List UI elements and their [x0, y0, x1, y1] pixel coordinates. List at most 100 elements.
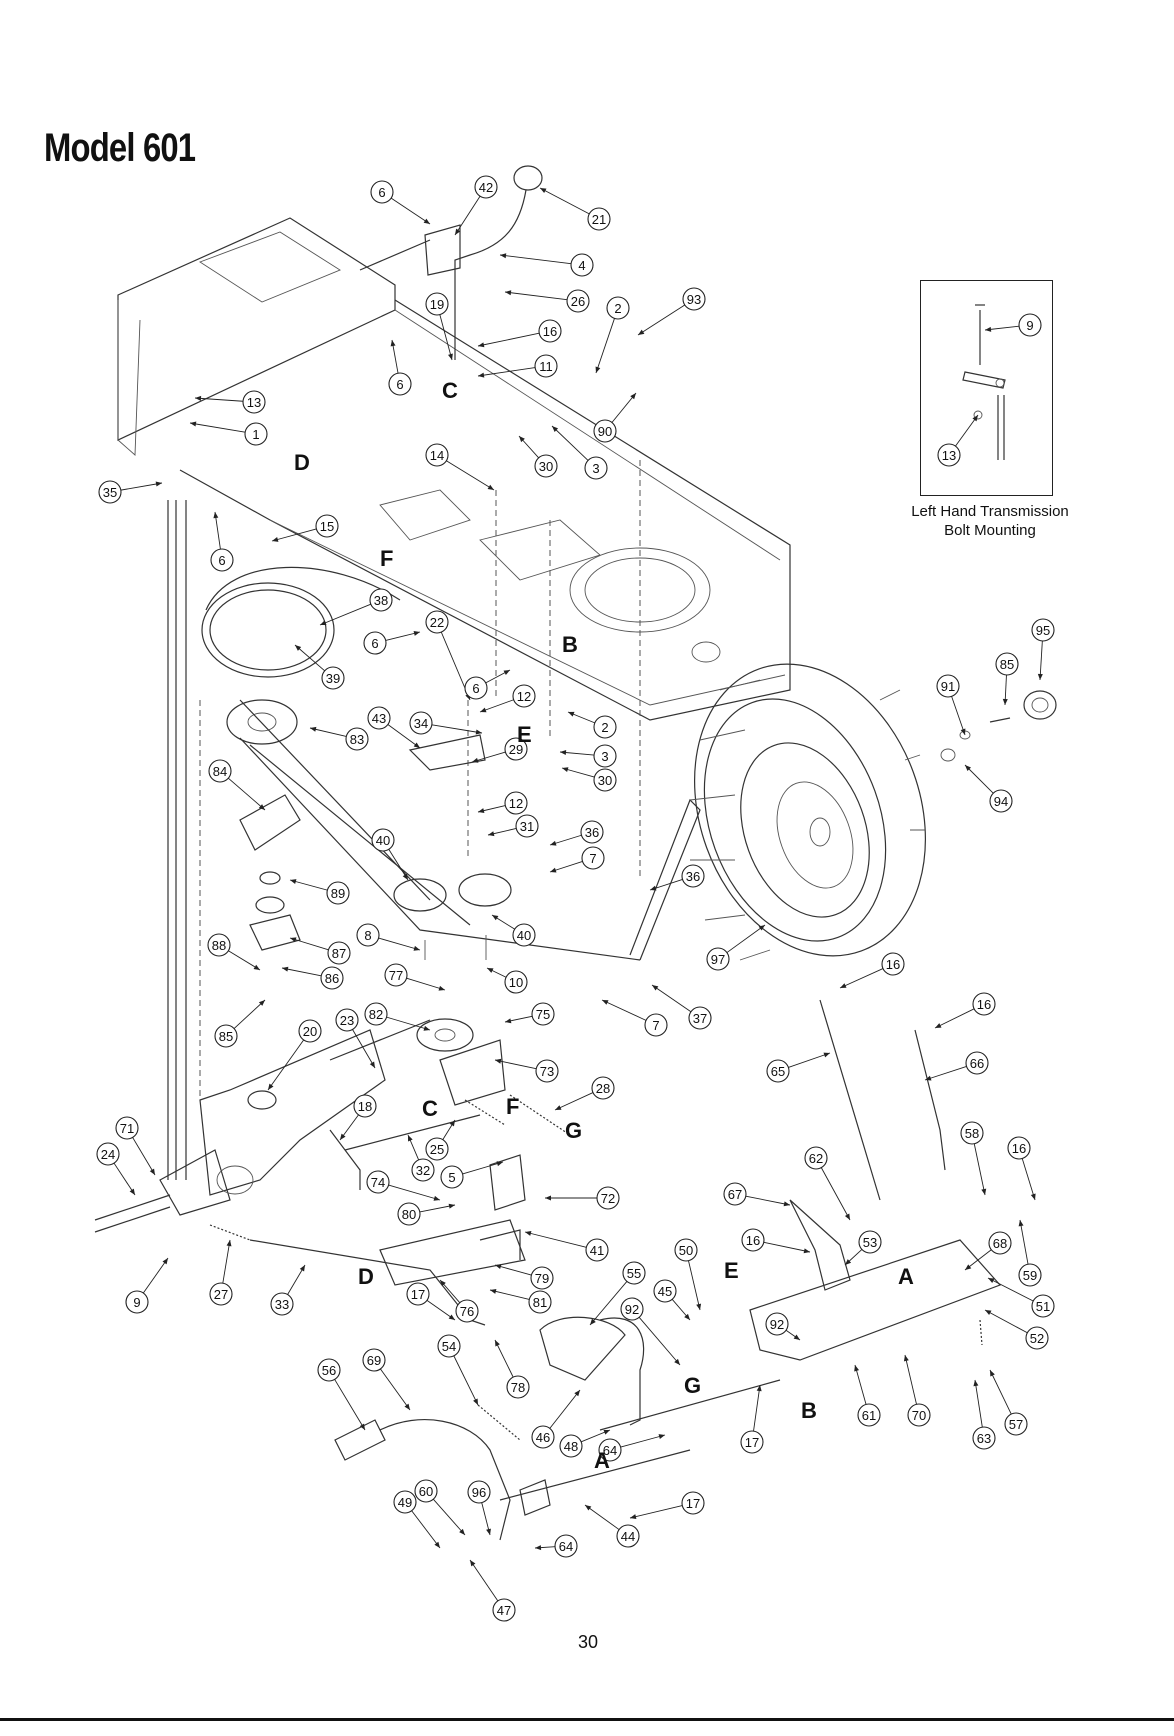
arrow-head-icon: [290, 879, 297, 884]
rear-tire: [689, 663, 926, 961]
arrow-head-icon: [320, 620, 327, 626]
part-callout-71: 71: [115, 1116, 139, 1140]
arrow-head-icon: [985, 326, 992, 332]
callout-leader: [387, 724, 421, 749]
arrow-head-icon: [1002, 698, 1008, 705]
callout-leader: [987, 1277, 1034, 1302]
callout-circle: [335, 1008, 359, 1032]
callout-circle: [937, 443, 961, 467]
callout-circle: [406, 1282, 430, 1306]
pulleys-and-belts: [201, 566, 701, 1052]
callout-number: 40: [517, 928, 531, 943]
arrow-head-icon: [505, 1018, 512, 1024]
callout-circle: [270, 1292, 294, 1316]
callout-number: 33: [275, 1297, 289, 1312]
callout-circle: [370, 180, 394, 204]
part-callout-30: 30: [593, 768, 617, 792]
arrow-head-icon: [162, 1258, 168, 1265]
part-callout-87: 87: [327, 941, 351, 965]
part-callout-29: 29: [504, 737, 528, 761]
callout-leader: [462, 1161, 504, 1175]
callout-leader: [595, 318, 615, 374]
part-callout-30: 30: [534, 454, 558, 478]
part-callout-17: 17: [406, 1282, 430, 1306]
connection-letter-g: G: [565, 1118, 582, 1143]
callout-circle: [506, 1375, 530, 1399]
callout-number: 2: [601, 720, 608, 735]
callout-number: 62: [809, 1151, 823, 1166]
part-callout-9: 9: [125, 1290, 149, 1314]
callout-number: 23: [340, 1013, 354, 1028]
part-callout-56: 56: [317, 1358, 341, 1382]
arrow-head-icon: [310, 726, 317, 732]
part-callout-90: 90: [593, 419, 617, 443]
arrow-head-icon: [149, 1168, 155, 1175]
arrow-head-icon: [535, 1545, 542, 1551]
arrow-head-icon: [488, 831, 495, 837]
inset-caption: Left Hand Transmission Bolt Mounting: [880, 502, 1100, 540]
arrow-head-icon: [459, 1528, 465, 1535]
callout-leader: [589, 1281, 628, 1326]
callout-circle: [440, 1165, 464, 1189]
callout-leader: [477, 332, 540, 347]
part-callout-57: 57: [1004, 1412, 1028, 1436]
callout-number: 2: [614, 301, 621, 316]
arrow-head-icon: [155, 481, 162, 487]
callout-number: 78: [511, 1380, 525, 1395]
callout-circle: [317, 1358, 341, 1382]
arrow-head-icon: [925, 1075, 932, 1081]
callout-number: 64: [559, 1539, 573, 1554]
callout-circle: [321, 666, 345, 690]
part-callout-85: 85: [995, 652, 1019, 676]
inset-caption-line1: Left Hand Transmission: [911, 503, 1069, 520]
callout-leader: [788, 1052, 831, 1068]
part-callout-81: 81: [528, 1290, 552, 1314]
callout-circle: [580, 820, 604, 844]
callout-circle: [674, 1238, 698, 1262]
callout-circle: [606, 296, 630, 320]
callout-circle: [741, 1228, 765, 1252]
callout-circle: [587, 207, 611, 231]
callout-number: 51: [1036, 1299, 1050, 1314]
callout-number: 10: [509, 975, 523, 990]
callout-number: 9: [133, 1295, 140, 1310]
arrow-head-icon: [540, 188, 547, 194]
callout-circle: [857, 1403, 881, 1427]
part-callout-2: 2: [593, 715, 617, 739]
callout-number: 48: [564, 1439, 578, 1454]
callout-number: 44: [621, 1529, 635, 1544]
arrow-head-icon: [475, 729, 482, 735]
callout-number: 5: [448, 1170, 455, 1185]
connection-letter-f: F: [380, 546, 393, 571]
callout-leader: [974, 1379, 983, 1428]
callout-number: 16: [746, 1233, 760, 1248]
part-callout-85: 85: [214, 1024, 238, 1048]
part-callout-41: 41: [585, 1238, 609, 1262]
callout-number: 20: [303, 1024, 317, 1039]
part-callout-20: 20: [298, 1019, 322, 1043]
callout-circle: [740, 1430, 764, 1454]
part-callout-61: 61: [857, 1403, 881, 1427]
callout-leader: [611, 392, 637, 423]
part-callout-27: 27: [209, 1282, 233, 1306]
callout-leader: [228, 950, 261, 971]
arrow-head-icon: [965, 765, 972, 772]
callout-number: 84: [213, 764, 227, 779]
callout-circle: [534, 354, 558, 378]
arrow-head-icon: [981, 1188, 987, 1195]
callout-circle: [214, 1024, 238, 1048]
callout-circle: [388, 372, 412, 396]
callout-leader: [539, 187, 590, 215]
callout-circle: [504, 737, 528, 761]
callout-circle: [530, 1266, 554, 1290]
part-callout-7: 7: [581, 846, 605, 870]
arrow-head-icon: [272, 537, 279, 542]
callout-circle: [554, 1534, 578, 1558]
callout-number: 53: [863, 1235, 877, 1250]
part-callout-23: 23: [335, 1008, 359, 1032]
arrow-head-icon: [226, 1240, 232, 1247]
part-callout-58: 58: [960, 1121, 984, 1145]
callout-leader: [289, 879, 328, 891]
